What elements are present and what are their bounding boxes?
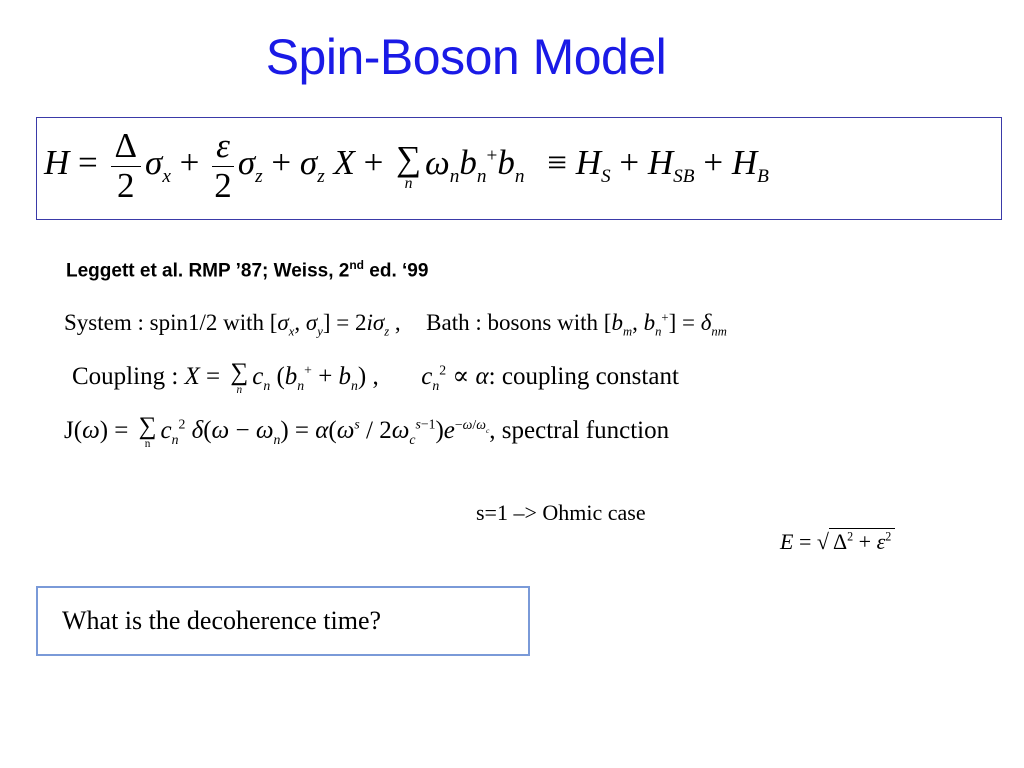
hamiltonian-box bbox=[36, 117, 1002, 220]
reference-line: Leggett et al. RMP ’87; Weiss, 2nd ed. ‘… bbox=[66, 258, 429, 282]
coupling-label: Coupling : bbox=[72, 362, 179, 390]
system-label: System : spin1/2 with bbox=[64, 310, 264, 335]
energy-equation: E = √Δ2 + ε2 bbox=[780, 528, 896, 555]
question-text: What is the decoherence time? bbox=[62, 606, 382, 635]
bath-label: Bath : bosons with bbox=[426, 310, 599, 335]
coupling-constant-label: : coupling constant bbox=[488, 362, 679, 390]
question-box bbox=[36, 586, 530, 656]
spectral-label: spectral function bbox=[501, 416, 670, 444]
system-bath-equation: System : spin1/2 with [σx, σy] = 2iσz , … bbox=[64, 310, 727, 339]
ohmic-note: s=1 –> Ohmic case bbox=[476, 500, 646, 525]
slide-title: Spin-Boson Model bbox=[265, 29, 667, 85]
